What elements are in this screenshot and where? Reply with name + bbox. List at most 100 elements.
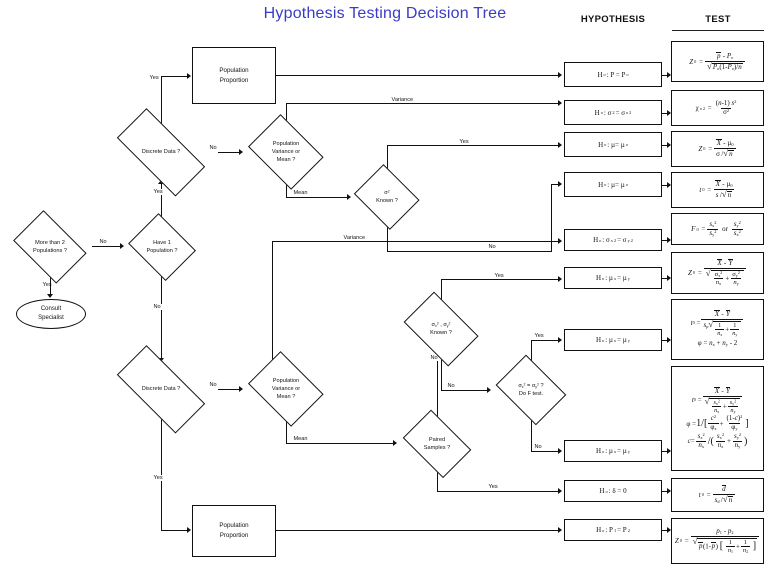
- edge-line: [218, 152, 240, 154]
- arrow-right: [347, 194, 351, 200]
- column-header-test: TEST: [705, 14, 731, 25]
- edge-label-no-popvar-top: No: [208, 145, 219, 151]
- edge-line: [437, 340, 439, 418]
- edge-line: [441, 279, 561, 281]
- edge-line: [161, 417, 163, 531]
- edge-label-mean-bot: Mean: [292, 436, 309, 442]
- edge-line: [662, 185, 670, 187]
- edge-label-no-sigmas: No: [429, 355, 440, 361]
- arrow-right: [558, 337, 562, 343]
- edge-label-variance-top: Variance: [390, 97, 415, 103]
- arrow-right: [667, 237, 671, 243]
- decision-f-test[interactable]: σx2 = σy2 ?Do F test.: [492, 354, 570, 426]
- edge-line: [662, 145, 670, 147]
- edge-label-mean-top: Mean: [292, 190, 309, 196]
- edge-line: [50, 276, 52, 296]
- edge-line: [161, 184, 163, 218]
- edge-line: [276, 75, 561, 77]
- edge-label-yes-discrete-top: Yes: [152, 189, 165, 195]
- edge-line: [286, 103, 561, 105]
- arrow-right: [667, 488, 671, 494]
- edge-line: [272, 241, 274, 360]
- arrow-right: [558, 181, 562, 187]
- decision-label: Discrete Data ?: [141, 148, 181, 155]
- page-title: Hypothesis Testing Decision Tree: [263, 5, 507, 22]
- edge-line: [286, 183, 288, 198]
- column-header-hypothesis: HYPOTHESIS: [580, 14, 646, 25]
- arrow-right: [667, 72, 671, 78]
- edge-line: [161, 276, 163, 360]
- edge-line: [387, 145, 389, 170]
- arrow-right: [558, 142, 562, 148]
- edge-line: [662, 340, 670, 342]
- edge-label-yes-h6: Yes: [493, 273, 506, 279]
- edge-label-no-ftest: No: [446, 383, 457, 389]
- edge-line: [437, 471, 439, 492]
- edge-label-no-discrete-bot: No: [152, 304, 163, 310]
- decision-discrete-data-top[interactable]: Discrete Data ?: [104, 108, 218, 196]
- edge-label-yes-prop-top: Yes: [148, 75, 161, 81]
- edge-line: [161, 530, 188, 532]
- edge-line: [161, 76, 163, 124]
- edge-line: [286, 103, 288, 122]
- arrow-right: [558, 276, 562, 282]
- edge-line: [551, 184, 553, 252]
- edge-line: [272, 241, 561, 243]
- edge-line: [286, 420, 288, 444]
- arrow-right: [667, 527, 671, 533]
- arrow-right: [667, 448, 671, 454]
- edge-line: [387, 225, 389, 252]
- arrow-right: [667, 110, 671, 116]
- decision-discrete-data-bottom[interactable]: Discrete Data ?: [104, 345, 218, 433]
- edge-line: [441, 279, 443, 301]
- arrow-right: [393, 440, 397, 446]
- edge-line: [662, 113, 670, 115]
- arrow-right: [667, 337, 671, 343]
- edge-line: [286, 197, 348, 199]
- edge-line: [286, 443, 394, 445]
